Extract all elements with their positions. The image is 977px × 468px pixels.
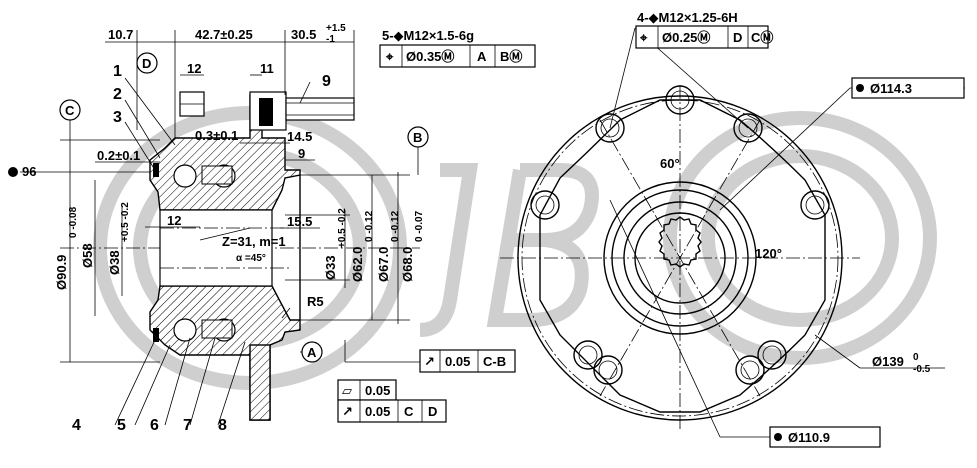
- datum-c: C: [65, 103, 75, 118]
- fcf-runout-cb: [419, 349, 516, 373]
- dim-9: 9: [298, 146, 305, 161]
- dim-15-5: 15.5: [287, 214, 312, 229]
- dim-139: Ø139: [872, 354, 904, 369]
- dim-12: 12: [187, 61, 201, 76]
- dim-42-7: 42.7±0.25: [195, 27, 253, 42]
- dim-33-tol: +0.5 -0.2: [337, 208, 348, 248]
- fcf-runout-cd-tol: 0.05: [365, 404, 390, 419]
- datum-a: A: [307, 345, 317, 360]
- dim-62-tol: 0 -0.12: [364, 210, 375, 242]
- dim-114-3: Ø114.3: [870, 81, 912, 96]
- diamond-symbol-icon: [856, 84, 864, 92]
- callout-5: 5: [117, 417, 126, 434]
- dim-14-5: 14.5: [287, 129, 312, 144]
- dim-96: 96: [22, 164, 36, 179]
- callout-2: 2: [113, 86, 122, 103]
- fcf-runout-cb-tol: 0.05: [445, 354, 470, 369]
- dim-90-9-tol: 0 -0.08: [68, 206, 79, 238]
- angle-60: 60°: [660, 156, 680, 171]
- callout-9: 9: [322, 73, 331, 90]
- dim-30-5: 30.5: [291, 27, 316, 42]
- datum-d-section: D: [142, 56, 151, 71]
- fcf-runout-cd-datum-d: D: [428, 404, 437, 419]
- dim-68: Ø68.0: [400, 247, 415, 282]
- spline-teeth: Z=31, m=1: [222, 234, 286, 249]
- fcf-bolt-datum-b: BⓂ: [500, 49, 522, 64]
- fcf-bolt-tolerance: Ø0.35Ⓜ: [406, 49, 454, 64]
- dim-12b: 12: [167, 213, 181, 228]
- dim-30-5-tol-upper: +1.5: [326, 23, 346, 34]
- dim-110-9: Ø110.9: [788, 430, 830, 445]
- callout-8: 8: [218, 417, 227, 434]
- callout-4: 4: [72, 417, 81, 434]
- dim-67-tol: 0 -0.12: [390, 210, 401, 242]
- fcf-bolt-position: [379, 44, 536, 68]
- runout-icon-2: ↗: [342, 404, 353, 419]
- runout-icon: ↗: [424, 354, 435, 369]
- dim-139-tol-lower: -0.5: [913, 364, 931, 375]
- fcf-runout-cd-datum-c: C: [404, 404, 414, 419]
- datum-b: B: [413, 130, 422, 145]
- dim-58: Ø58: [80, 243, 95, 268]
- fcf-flat-tol: 0.05: [365, 383, 390, 398]
- spline-pressure-angle: α =45°: [236, 253, 266, 264]
- dim-38: Ø38: [107, 250, 122, 275]
- dim-38-tol: +0.5 -0.2: [120, 202, 131, 242]
- fcf-bolt-datum-a: A: [477, 49, 487, 64]
- callout-1: 1: [113, 63, 122, 80]
- radius-r5: R5: [307, 294, 324, 309]
- fcf-runout-cd: [337, 399, 447, 423]
- position-icon-2: ⌖: [639, 30, 648, 45]
- dim-139-tol-upper: 0: [913, 352, 919, 363]
- dim-67: Ø67.0: [376, 247, 391, 282]
- fcf-thread-datum-d: D: [733, 30, 742, 45]
- dim-62: Ø62.0: [350, 247, 365, 282]
- dim-90-9: Ø90.9: [54, 255, 69, 290]
- dim-30-5-tol-lower: -1: [326, 34, 335, 45]
- diamond-symbol-icon: [774, 433, 782, 441]
- position-icon: ⌖: [385, 49, 394, 64]
- fcf-thread-position: [635, 25, 769, 49]
- section-view: [60, 91, 420, 421]
- front-view: [500, 27, 965, 438]
- callout-3: 3: [113, 109, 122, 126]
- bolt-thread-spec: 5-◆M12×1.5-6g: [382, 28, 474, 43]
- diamond-symbol-icon: [8, 167, 18, 177]
- dim-0-2: 0.2±0.1: [97, 148, 140, 163]
- thread-spec: 4-◆M12×1.25-6H: [637, 10, 738, 25]
- dim-10-7: 10.7: [108, 27, 133, 42]
- dim-68-tol: 0 -0.07: [414, 210, 425, 242]
- dim-11: 11: [260, 61, 274, 76]
- fcf-thread-tol: Ø0.25Ⓜ: [662, 30, 710, 45]
- callout-7: 7: [183, 417, 192, 434]
- fcf-runout-cb-datum: C-B: [483, 354, 506, 369]
- section-dimensions: [20, 30, 429, 426]
- callout-6: 6: [150, 417, 159, 434]
- flatness-icon: ▱: [342, 383, 352, 398]
- angle-120: 120°: [755, 246, 782, 261]
- dim-0-3: 0.3±0.1: [195, 128, 238, 143]
- dim-33: Ø33: [323, 255, 338, 280]
- fcf-thread-datum-c: CⓂ: [751, 30, 773, 45]
